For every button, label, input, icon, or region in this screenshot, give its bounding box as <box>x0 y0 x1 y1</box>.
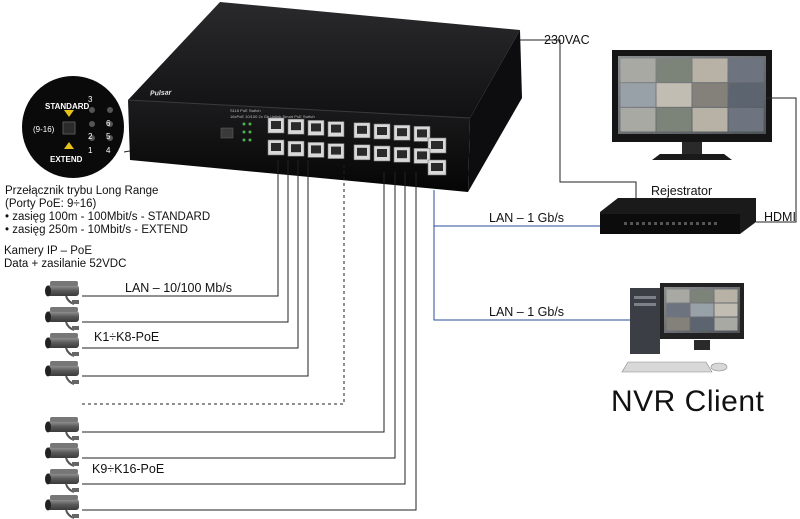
inset-range-label: (9-16) <box>33 125 55 134</box>
recorder-indicator <box>702 222 705 225</box>
camera-cabling <box>82 160 417 511</box>
bullet-camera-icon <box>45 281 79 305</box>
camera-view-tile <box>714 289 738 303</box>
recorder-indicator <box>672 222 675 225</box>
inset-led-6: 6 <box>106 119 111 128</box>
camera-view-tile <box>690 289 714 303</box>
mode-switch-standard: • zasięg 100m - 100Mbit/s - STANDARD <box>5 211 211 223</box>
camera-view-tile <box>728 107 764 132</box>
inset-led-4: 4 <box>106 146 111 155</box>
nvr-client-title: NVR Client <box>611 385 765 418</box>
recorder-indicator <box>708 222 711 225</box>
bullet-camera-icon <box>45 495 79 519</box>
bullet-camera-icon <box>45 333 79 357</box>
status-led <box>242 130 246 134</box>
recorder-label: Rejestrator <box>651 184 713 198</box>
cameras-power: Data + zasilanie 52VDC <box>4 258 127 270</box>
bullet-camera-icon <box>45 443 79 467</box>
camera-view-tile <box>666 317 690 331</box>
recorder-indicator <box>630 222 633 225</box>
lan-camera-label: LAN – 10/100 Mb/s <box>125 281 233 295</box>
hdmi-label: HDMI <box>764 210 796 224</box>
camera-view-tile <box>714 303 738 317</box>
group-b-label: K9÷K16-PoE <box>92 462 165 476</box>
recorder-indicator <box>648 222 651 225</box>
bullet-camera-icon <box>45 307 79 331</box>
lan-recorder-label: LAN – 1 Gb/s <box>489 211 565 225</box>
recorder-indicator <box>636 222 639 225</box>
switch-brand-label: Pulsar <box>149 89 172 98</box>
recorder-indicator <box>624 222 627 225</box>
camera-view-tile <box>620 58 656 83</box>
recorder-indicator <box>684 222 687 225</box>
camera-view-tile <box>692 83 728 107</box>
switch-model-line1: S116 PoE Switch <box>230 108 261 113</box>
mode-switch-inset <box>22 76 124 178</box>
camera-view-tile <box>690 317 714 331</box>
recorder-indicator <box>690 222 693 225</box>
bullet-camera-icon <box>45 469 79 493</box>
status-led <box>242 138 246 142</box>
mode-switch-subtitle: (Porty PoE: 9÷16) <box>5 198 97 210</box>
status-led <box>248 130 252 134</box>
inset-led-2: 2 <box>88 132 93 141</box>
inset-extend-label: EXTEND <box>50 155 83 164</box>
camera-view-tile <box>656 58 692 83</box>
inset-standard-label: STANDARD <box>45 102 90 111</box>
power-label: 230VAC <box>544 33 590 47</box>
recorder-indicator <box>714 222 717 225</box>
nvr-client-pc <box>621 283 744 373</box>
camera-view-tile <box>666 303 690 317</box>
switch-model-line2: 16xPoE 10/100 2x Gb Uplink Smart PoE Swi… <box>230 114 315 119</box>
inset-led-3: 3 <box>88 95 93 104</box>
camera-view-tile <box>620 107 656 132</box>
camera-view-tile <box>620 83 656 107</box>
camera-view-tile <box>656 83 692 107</box>
bullet-camera-icon <box>45 417 79 441</box>
ip-cameras <box>45 281 79 519</box>
cameras-description: Kamery IP – PoE Data + zasilanie 52VDC <box>4 245 126 271</box>
inset-led-1: 1 <box>88 146 93 155</box>
recorder-indicator <box>642 222 645 225</box>
mode-switch <box>220 127 234 139</box>
recorder-indicator <box>678 222 681 225</box>
recorder-indicator <box>696 222 699 225</box>
status-led <box>248 122 252 126</box>
recorder <box>600 198 756 234</box>
camera-view-tile <box>714 317 738 331</box>
mode-switch-description: Przełącznik trybu Long Range (Porty PoE:… <box>5 185 210 237</box>
mode-switch-title: Przełącznik trybu Long Range <box>5 185 159 197</box>
mode-switch-extend: • zasięg 250m - 10Mbit/s - EXTEND <box>5 224 188 236</box>
cameras-title: Kamery IP – PoE <box>4 245 92 257</box>
recorder-indicator <box>654 222 657 225</box>
inset-led-5: 5 <box>106 132 111 141</box>
camera-view-tile <box>692 58 728 83</box>
recorder-indicator <box>666 222 669 225</box>
nvr-monitor <box>612 50 772 160</box>
bullet-camera-icon <box>45 361 79 385</box>
camera-view-tile <box>692 107 728 132</box>
camera-view-tile <box>666 289 690 303</box>
recorder-indicator <box>660 222 663 225</box>
camera-view-tile <box>656 107 692 132</box>
camera-view-tile <box>728 58 764 83</box>
group-a-label: K1÷K8-PoE <box>94 330 160 344</box>
status-led <box>248 138 252 142</box>
camera-view-tile <box>690 303 714 317</box>
status-led <box>242 122 246 126</box>
camera-view-tile <box>728 83 764 107</box>
poe-switch <box>127 2 522 192</box>
lan-client-label: LAN – 1 Gb/s <box>489 305 565 319</box>
